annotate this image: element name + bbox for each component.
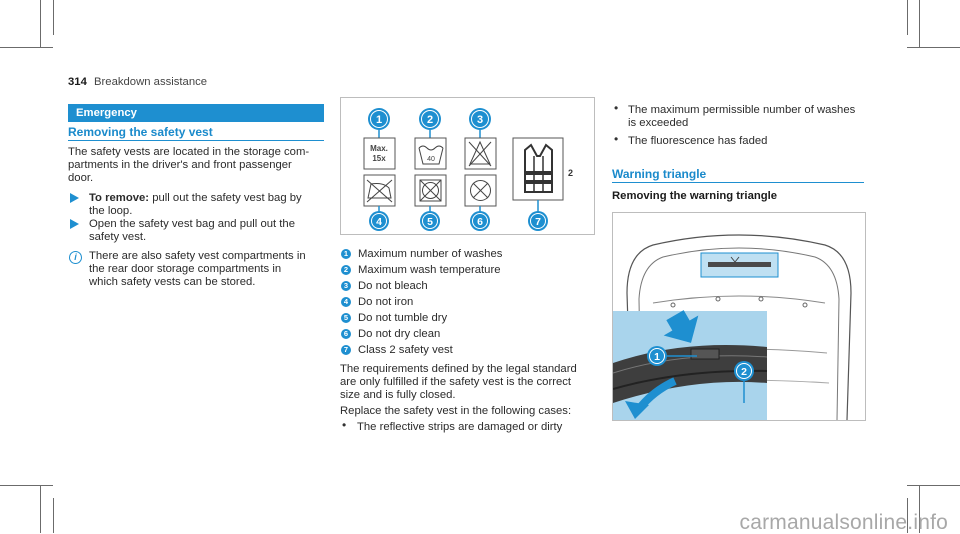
no-iron-symbol-icon [363,174,396,207]
crop-mark [40,0,41,48]
callout-7-icon: 7 [528,200,548,231]
legend-number-4: 4 [341,297,351,307]
legend-number-5: 5 [341,313,351,323]
callout-label: 4 [376,216,382,228]
step2-line: safety vest. [89,231,147,243]
trunk-illustration-svg: 1 2 [613,213,865,420]
step-arrow-icon [70,193,79,203]
crop-mark [907,485,960,486]
crop-mark [907,47,960,48]
replace-intro: Replace the safety vest in the following… [340,405,572,417]
bullet-max-washes-cont: is exceeded [628,117,689,129]
no-bleach-symbol-icon [464,137,497,170]
bullet-dot: • [614,101,619,115]
callout-label: 1 [376,114,382,126]
trunk-figure: 1 2 [612,212,866,421]
care-symbols-svg: 1 2 3 Max. 15x 40 [363,108,573,231]
bullet-reflective: The reflective strips are damaged or dir… [357,421,563,433]
info-icon: i [69,251,82,264]
legend-number-2: 2 [341,265,351,275]
class2-vest-symbol-icon: 2 [512,137,573,201]
bullet-dot: • [614,132,619,146]
legend-text-4: Do not iron [358,296,414,308]
intro-line: The safety vests are located in the stor… [68,146,310,158]
crop-mark [53,0,54,35]
callout-2-icon: 2 [419,108,441,138]
bullet-fluorescence: The fluorescence has faded [628,135,768,147]
callout-label: 1 [654,351,660,363]
callout-6-icon: 6 [470,206,490,231]
intro-line: door. [68,172,94,184]
no-dry-clean-symbol-icon [464,174,497,207]
requirements-line: are only fulfilled if the safety vest is… [340,376,572,388]
crop-mark [0,47,53,48]
crop-mark [0,485,53,486]
legend-text-2: Maximum wash temperature [358,264,501,276]
note-line: the rear door storage compartments in [89,263,282,275]
legend-number-1: 1 [341,249,351,259]
step1-text: pull out the safety vest bag by [152,192,302,204]
heading-rule [68,140,324,141]
intro-line: partments in the driver's and front pass… [68,159,292,171]
callout-label: 7 [535,216,541,228]
max-washes-symbol-icon: Max. 15x [363,137,396,170]
svg-text:15x: 15x [372,154,386,163]
removing-warning-triangle-heading: Removing the warning triangle [612,190,778,202]
step1-line: To remove: pull out the safety vest bag … [89,192,302,205]
no-tumble-dry-symbol-icon [414,174,447,207]
step2-line: Open the safety vest bag and pull out th… [89,218,295,230]
wash-40-symbol-icon: 40 [414,137,447,170]
note-line: which safety vests can be stored. [89,276,256,288]
bullet-dot: • [342,418,347,432]
callout-1-icon: 1 [368,108,390,138]
legend-text-3: Do not bleach [358,280,428,292]
left-heading: Removing the safety vest [68,125,213,139]
callout-3-icon: 3 [469,108,491,138]
callout-label: 6 [477,216,483,228]
legend-number-3: 3 [341,281,351,291]
requirements-line: size and is fully closed. [340,389,456,401]
bullet-max-washes: The maximum permissible number of washes [628,104,856,116]
svg-text:Max.: Max. [370,144,388,153]
legend-number-6: 6 [341,329,351,339]
step-arrow-icon [70,219,79,229]
page-header-title: Breakdown assistance [94,76,208,88]
callout-label: 5 [427,216,433,228]
warning-triangle-heading: Warning triangle [612,167,707,181]
callout-label: 2 [427,114,433,126]
crop-mark [53,498,54,533]
page-header: 314 Breakdown assistance [68,76,207,89]
svg-text:2: 2 [568,168,573,178]
legend-text-7: Class 2 safety vest [358,344,453,356]
callout-label: 3 [477,114,483,126]
note-line: There are also safety vest compartments … [89,250,306,262]
crop-mark [907,0,908,35]
legend-text-6: Do not dry clean [358,328,441,340]
step1-line2: the loop. [89,205,133,217]
section-band-emergency: Emergency [68,104,324,122]
crop-mark [919,0,920,48]
legend-number-7: 7 [341,345,351,355]
watermark: carmanualsonline.info [739,511,948,534]
crop-mark [919,485,920,533]
callout-4-icon: 4 [369,206,389,231]
crop-mark [907,498,908,533]
care-symbols-figure: 1 2 3 Max. 15x 40 [340,97,595,235]
callout-label: 2 [741,366,747,378]
callout-5-icon: 5 [420,206,440,231]
heading-rule [612,182,864,183]
crop-mark [40,485,41,533]
svg-text:40: 40 [427,156,435,163]
requirements-line: The requirements defined by the legal st… [340,363,577,375]
legend-text-1: Maximum number of washes [358,248,503,260]
legend-text-5: Do not tumble dry [358,312,448,324]
step1-label: To remove: [89,192,150,204]
page-number: 314 [68,76,87,88]
